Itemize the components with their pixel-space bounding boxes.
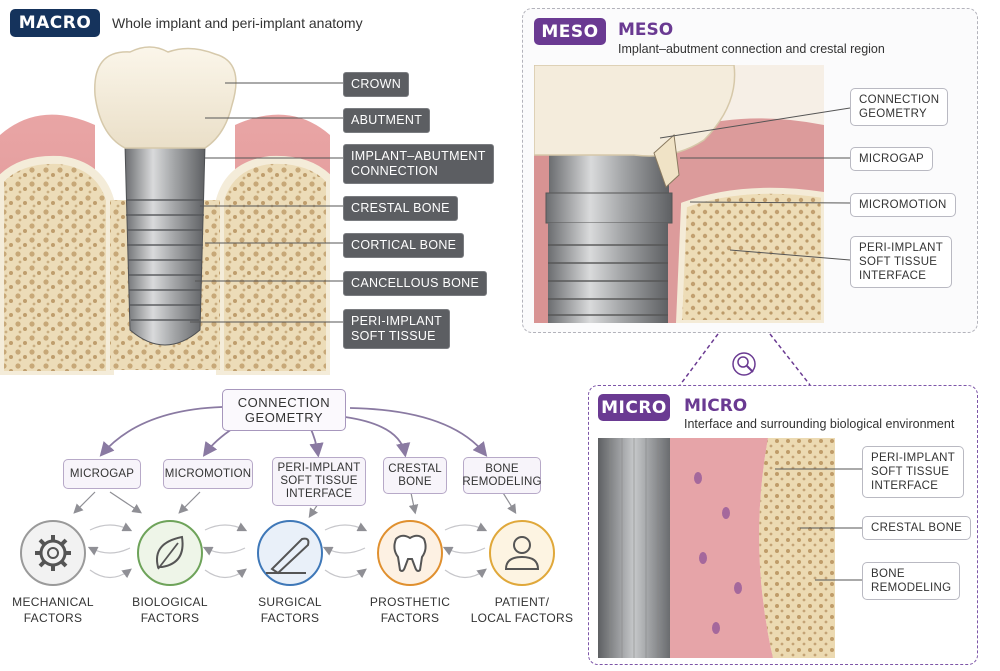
label-crown: CROWN bbox=[343, 72, 410, 97]
label-line: CRESTAL bbox=[388, 462, 442, 475]
meso-label-microgap: MICROGAP bbox=[850, 147, 934, 171]
label-line: INTERFACE bbox=[859, 270, 927, 282]
label-line: BONE bbox=[398, 475, 432, 488]
label-line: MECHANICAL bbox=[12, 595, 94, 609]
label-line: REMODELING bbox=[871, 582, 952, 594]
magnifier-icon bbox=[733, 353, 755, 375]
label-line: BONE bbox=[485, 462, 519, 475]
label-line: FACTORS bbox=[260, 611, 320, 625]
micro-subtitle: Interface and surrounding biological env… bbox=[684, 417, 955, 431]
label-line: CONNECTION bbox=[351, 164, 439, 178]
flow-item-micromotion: MICROMOTION bbox=[163, 459, 253, 489]
meso-label-peri-implant-soft-tissue-interface: PERI-IMPLANT SOFT TISSUE INTERFACE bbox=[850, 236, 953, 288]
label-cancellous-bone: CANCELLOUS BONE bbox=[343, 271, 488, 296]
macro-implant-illustration bbox=[0, 46, 330, 375]
micro-label-peri-implant-soft-tissue-interface: PERI-IMPLANT SOFT TISSUE INTERFACE bbox=[862, 446, 965, 498]
macro-badge: MACRO bbox=[10, 9, 100, 37]
factor-label-biological: BIOLOGICAL FACTORS bbox=[110, 594, 230, 626]
gear-icon bbox=[20, 520, 86, 586]
flow-item-crestal-bone: CRESTAL BONE bbox=[383, 457, 447, 494]
flow-item-bone-remodeling: BONE REMODELING bbox=[462, 457, 542, 494]
micro-label-crestal-bone: CRESTAL BONE bbox=[862, 516, 972, 540]
label-line: SURGICAL bbox=[258, 595, 322, 609]
label-line: PROSTHETIC bbox=[369, 595, 451, 609]
label-line: IMPLANT–ABUTMENT bbox=[351, 149, 486, 163]
label-line: BONE bbox=[871, 568, 905, 580]
label-peri-implant-soft-tissue: PERI-IMPLANT SOFT TISSUE bbox=[343, 309, 451, 349]
meso-label-micromotion: MICROMOTION bbox=[850, 193, 956, 217]
zoom-connector bbox=[679, 333, 811, 386]
micro-heading: MICRO bbox=[684, 396, 748, 416]
factor-label-surgical: SURGICAL FACTORS bbox=[230, 594, 350, 626]
person-icon bbox=[489, 520, 555, 586]
label-cortical-bone: CORTICAL BONE bbox=[343, 233, 465, 258]
label-line: REMODELING bbox=[462, 475, 542, 488]
meso-badge: MESO bbox=[534, 18, 606, 45]
label-line: GEOMETRY bbox=[859, 108, 928, 120]
label-line: BIOLOGICAL bbox=[132, 595, 208, 609]
label-line: FACTORS bbox=[380, 611, 440, 625]
tooth-icon bbox=[377, 520, 443, 586]
label-line: SOFT TISSUE bbox=[859, 256, 938, 268]
label-abutment: ABUTMENT bbox=[343, 108, 431, 133]
leaf-icon bbox=[137, 520, 203, 586]
meso-heading: MESO bbox=[618, 20, 674, 40]
label-line: PATIENT/ bbox=[494, 595, 550, 609]
label-implant-abutment-connection: IMPLANT–ABUTMENT CONNECTION bbox=[343, 144, 494, 184]
label-line: PERI-IMPLANT bbox=[859, 242, 944, 254]
factor-label-prosthetic: PROSTHETIC FACTORS bbox=[350, 594, 470, 626]
micro-label-bone-remodeling: BONE REMODELING bbox=[862, 562, 961, 600]
flow-arrows bbox=[73, 406, 517, 579]
flow-root-connection-geometry: CONNECTION GEOMETRY bbox=[222, 389, 346, 431]
micro-leader-lines bbox=[775, 468, 862, 581]
meso-connection-illustration bbox=[534, 65, 824, 323]
label-line: SOFT TISSUE bbox=[871, 466, 950, 478]
macro-leader-lines bbox=[190, 82, 343, 323]
factor-label-mechanical: MECHANICAL FACTORS bbox=[0, 594, 113, 626]
micro-interface-illustration bbox=[598, 438, 835, 658]
micro-badge: MICRO bbox=[598, 394, 670, 421]
label-line: GEOMETRY bbox=[244, 410, 324, 425]
label-line: SOFT TISSUE bbox=[351, 329, 436, 343]
label-line: INTERFACE bbox=[871, 480, 939, 492]
scalpel-icon bbox=[257, 520, 323, 586]
label-line: SOFT TISSUE bbox=[280, 475, 358, 487]
meso-leader-lines bbox=[659, 107, 851, 261]
flow-item-microgap: MICROGAP bbox=[63, 459, 141, 489]
label-line: PERI-IMPLANT bbox=[351, 314, 443, 328]
label-crestal-bone: CRESTAL BONE bbox=[343, 196, 458, 221]
label-line: LOCAL FACTORS bbox=[470, 611, 574, 625]
label-line: FACTORS bbox=[140, 611, 200, 625]
label-line: INTERFACE bbox=[285, 488, 353, 500]
label-line: CONNECTION bbox=[859, 94, 940, 106]
label-line: FACTORS bbox=[23, 611, 83, 625]
factor-label-patient-local: PATIENT/ LOCAL FACTORS bbox=[462, 594, 582, 626]
factor-circles bbox=[20, 520, 555, 586]
macro-title: Whole implant and peri-implant anatomy bbox=[112, 15, 363, 31]
meso-subtitle: Implant–abutment connection and crestal … bbox=[618, 42, 885, 56]
meso-label-connection-geometry: CONNECTION GEOMETRY bbox=[850, 88, 949, 126]
label-line: PERI-IMPLANT bbox=[277, 462, 361, 474]
label-line: CONNECTION bbox=[237, 395, 331, 410]
flow-item-peri-implant-soft-tissue-interface: PERI-IMPLANT SOFT TISSUE INTERFACE bbox=[272, 457, 366, 506]
label-line: PERI-IMPLANT bbox=[871, 452, 956, 464]
